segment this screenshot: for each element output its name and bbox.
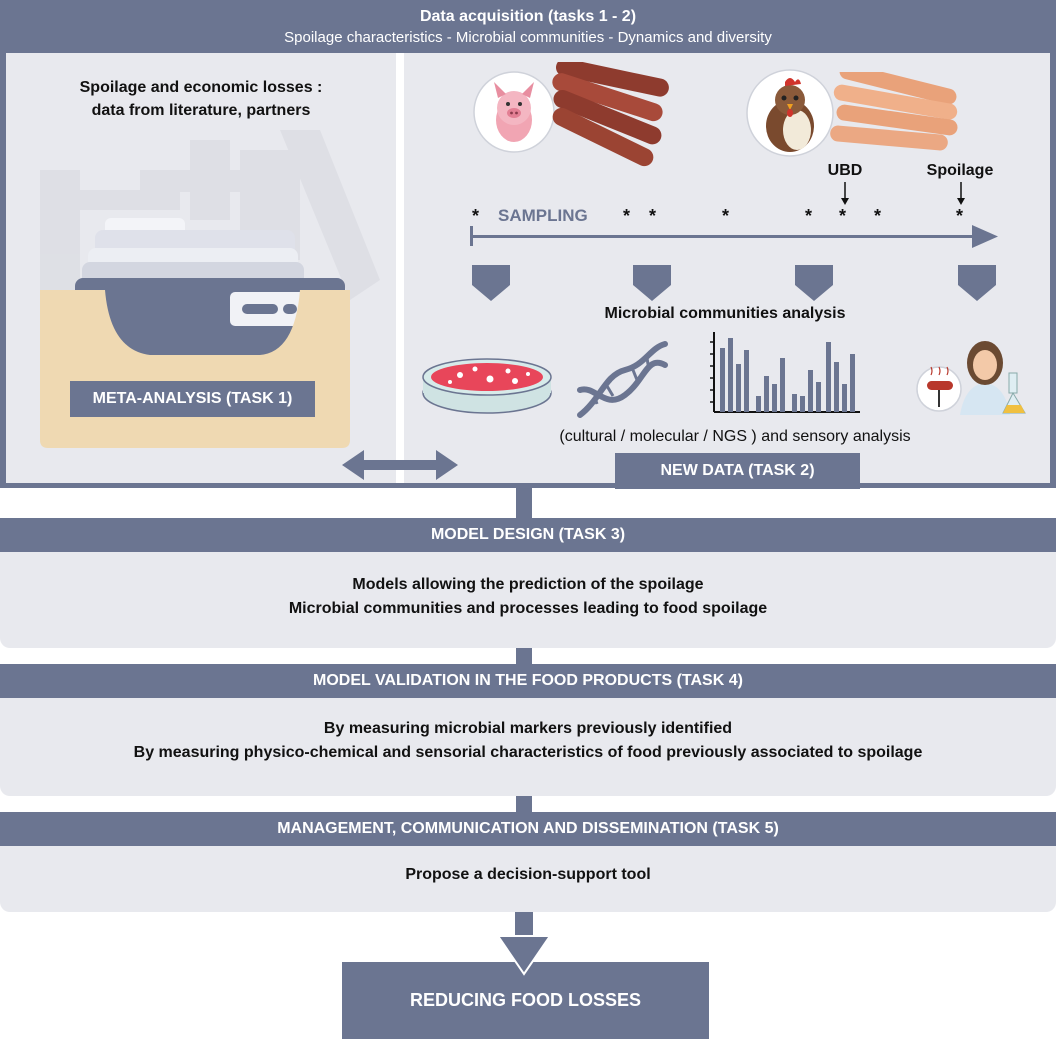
down-arrow-icon [958, 265, 996, 301]
task4-line1: By measuring microbial markers previousl… [323, 720, 733, 737]
meta-analysis-label: META-ANALYSIS (TASK 1) [70, 381, 315, 417]
sample-asterisk: * [805, 206, 813, 226]
connector-1 [516, 488, 532, 518]
sample-asterisk: * [472, 206, 480, 226]
sample-asterisk: * [623, 206, 631, 226]
task3-title: MODEL DESIGN (TASK 3) [0, 518, 1056, 552]
task4-line2: By measuring physico-chemical and sensor… [133, 744, 923, 761]
task5-title: MANAGEMENT, COMMUNICATION AND DISSEMINAT… [0, 812, 1056, 846]
literature-heading-line2: data from literature, partners [91, 102, 311, 119]
sausage-icon [552, 62, 669, 167]
pig-icon [473, 71, 555, 153]
sample-asterisk: * [956, 206, 964, 226]
sample-asterisk: * [722, 206, 730, 226]
task5-line1: Propose a decision-support tool [405, 866, 651, 883]
timeline-arrow [470, 225, 998, 248]
ubd-marker-arrow [841, 182, 849, 205]
analysis-title: Microbial communities analysis [604, 305, 846, 322]
down-arrow-icon [795, 265, 833, 301]
hotdog-icon [830, 72, 958, 151]
literature-heading: Spoilage and economic losses : data from… [6, 76, 396, 122]
ubd-label: UBD [827, 162, 863, 179]
down-arrow-icon [498, 912, 550, 976]
literature-heading-line1: Spoilage and economic losses : [79, 79, 323, 96]
sample-asterisk: * [649, 206, 657, 226]
data-acquisition-title: Data acquisition (tasks 1 - 2) [419, 8, 637, 25]
double-arrow-icon [342, 450, 458, 480]
down-arrow-icon [633, 265, 671, 301]
petri-dish-icon [422, 358, 552, 414]
down-arrow-icon [472, 265, 510, 301]
connector-2 [516, 648, 532, 664]
background-documents [40, 130, 380, 310]
sample-asterisk: * [839, 206, 847, 226]
analysis-caption: (cultural / molecular / NGS ) and sensor… [559, 428, 911, 445]
connector-3 [516, 796, 532, 812]
bar-chart-icon [710, 332, 860, 413]
sensory-panelist-icon [916, 341, 1026, 415]
data-acquisition-subtitle: Spoilage characteristics - Microbial com… [284, 29, 772, 46]
chicken-icon [746, 69, 834, 157]
task3-line2: Microbial communities and processes lead… [288, 600, 768, 617]
task3-line1: Models allowing the prediction of the sp… [352, 576, 704, 593]
spoilage-marker-arrow [957, 182, 965, 205]
sample-asterisk: * [874, 206, 882, 226]
task4-title: MODEL VALIDATION IN THE FOOD PRODUCTS (T… [0, 664, 1056, 698]
spoilage-label: Spoilage [926, 162, 994, 179]
new-data-label: NEW DATA (TASK 2) [615, 453, 860, 489]
outcome-box: REDUCING FOOD LOSSES [342, 962, 709, 1039]
panel-divider [396, 53, 404, 483]
sampling-label: SAMPLING [498, 206, 588, 225]
dna-icon [577, 341, 668, 418]
